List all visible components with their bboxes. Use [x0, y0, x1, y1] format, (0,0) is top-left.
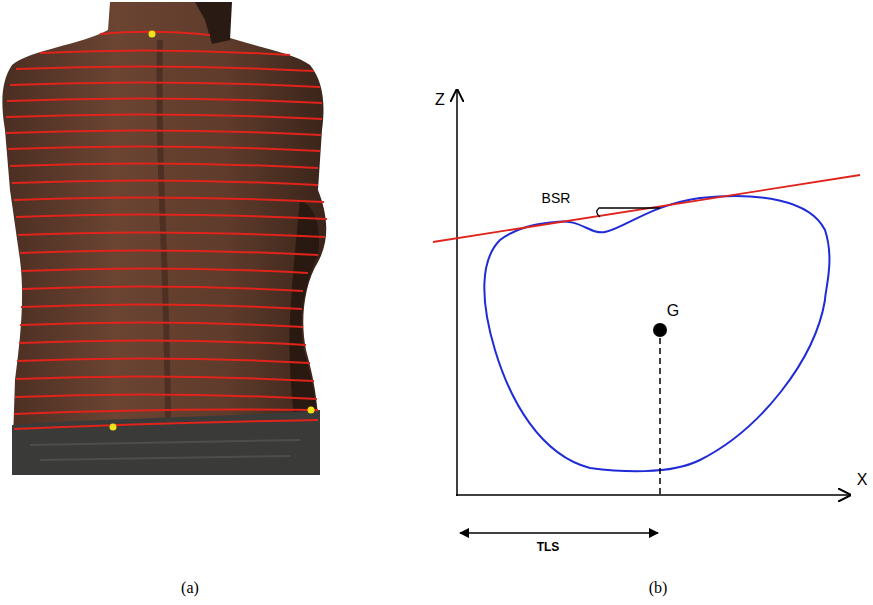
diagram-label: BSR [542, 191, 571, 206]
centroid-dot [653, 323, 667, 337]
diagram-label: X [857, 471, 868, 489]
panel-caption: (b) [649, 579, 668, 597]
spine-shade [159, 40, 168, 420]
panel-caption: (a) [181, 579, 199, 597]
landmark-dot [149, 31, 156, 38]
hair-shadow [195, 2, 232, 44]
section-diagram [433, 90, 860, 533]
tangent-line [433, 175, 860, 242]
scan-contours [6, 32, 327, 429]
centroid-projection [659, 338, 661, 495]
dimension-arrow [460, 532, 658, 534]
torso-scan [2, 2, 327, 475]
cross-section-outline [484, 196, 829, 471]
landmark-dot [110, 424, 117, 431]
diagram-label: Z [435, 91, 445, 109]
diagram-label: TLS [537, 541, 560, 554]
angle-mark [597, 208, 660, 217]
landmark-dot [308, 407, 315, 414]
diagram-label: G [667, 302, 679, 320]
x-axis [456, 494, 850, 496]
waistband [12, 410, 320, 475]
z-axis [456, 90, 458, 496]
torso-silhouette [2, 2, 326, 470]
waistband-texture [30, 440, 300, 460]
